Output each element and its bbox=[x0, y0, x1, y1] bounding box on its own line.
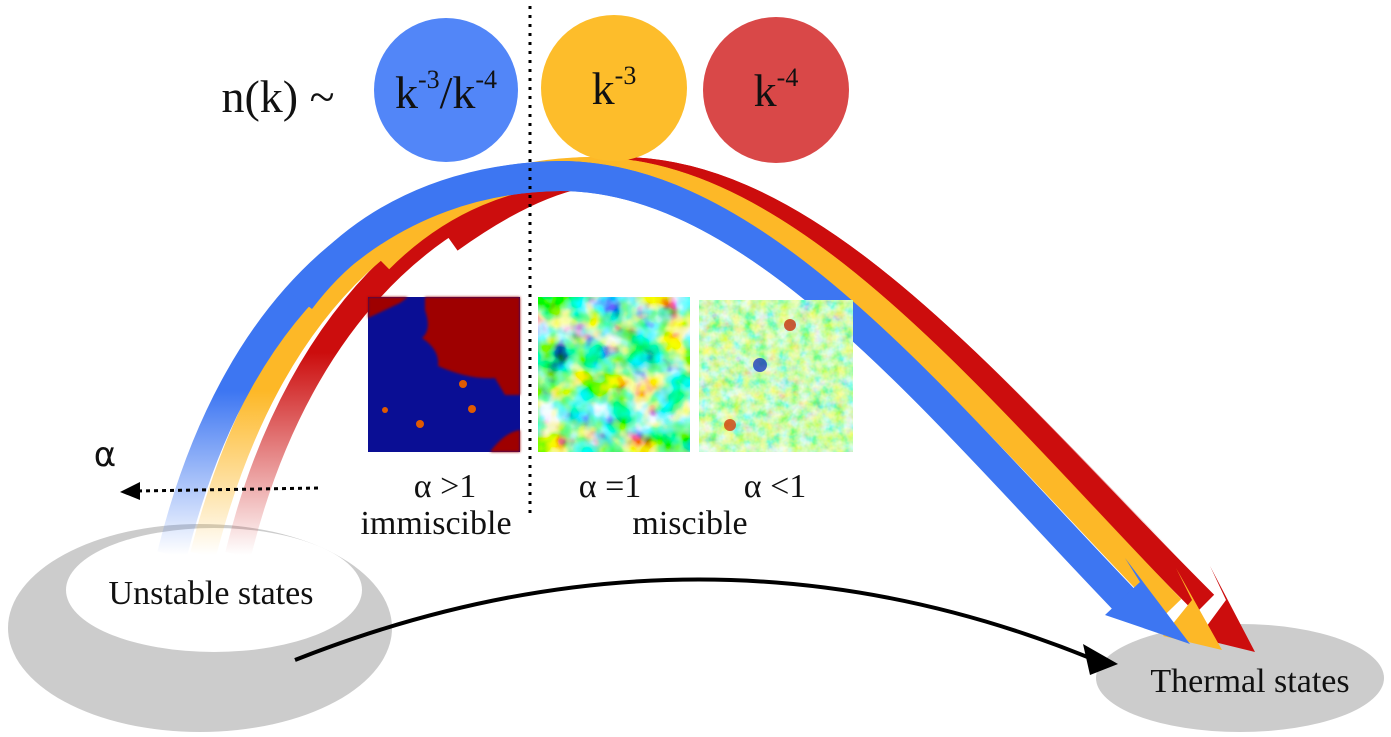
unstable-inner-ellipse bbox=[66, 528, 362, 652]
blue-spectrum-circle bbox=[374, 18, 518, 162]
regime-condition: α =1 bbox=[579, 468, 642, 505]
alpha-symbol: α bbox=[94, 435, 116, 475]
immiscible-field-image bbox=[368, 297, 520, 452]
regime-labels: α >1 immiscible α =1 α <1 miscible bbox=[360, 468, 806, 542]
regime-type-miscible: miscible bbox=[632, 505, 747, 542]
blue-arc-arrow bbox=[157, 160, 1190, 644]
spectrum-legend: n(k) ~ k-3/k-4 k-3 k-4 bbox=[221, 15, 849, 163]
regime-type-immiscible: immiscible bbox=[360, 505, 511, 542]
blue-spectrum-label: k-3/k-4 bbox=[395, 65, 497, 118]
red-spectrum-label: k-4 bbox=[754, 63, 799, 116]
yellow-spectrum-label: k-3 bbox=[592, 61, 637, 114]
direct-relaxation-arrow bbox=[294, 577, 1118, 675]
thermal-ellipse bbox=[1096, 624, 1384, 732]
unstable-states-node: Unstable states bbox=[8, 524, 392, 732]
alpha-equal-field-image bbox=[538, 297, 690, 452]
yellow-spectrum-circle bbox=[541, 15, 687, 161]
regime-condition: α <1 bbox=[744, 468, 807, 505]
thermal-states-label: Thermal states bbox=[1150, 663, 1349, 700]
thermal-states-node: Thermal states bbox=[1096, 624, 1384, 732]
regime-condition: α >1 bbox=[414, 468, 477, 505]
unstable-states-label: Unstable states bbox=[109, 575, 314, 612]
alpha-less-field-image bbox=[699, 300, 853, 452]
alpha-axis-arrowhead bbox=[120, 482, 140, 500]
red-spectrum-circle bbox=[703, 17, 849, 163]
alpha-axis: α bbox=[94, 435, 319, 500]
alpha-axis-line bbox=[137, 486, 319, 493]
spectrum-prefix: n(k) ~ bbox=[221, 71, 334, 122]
